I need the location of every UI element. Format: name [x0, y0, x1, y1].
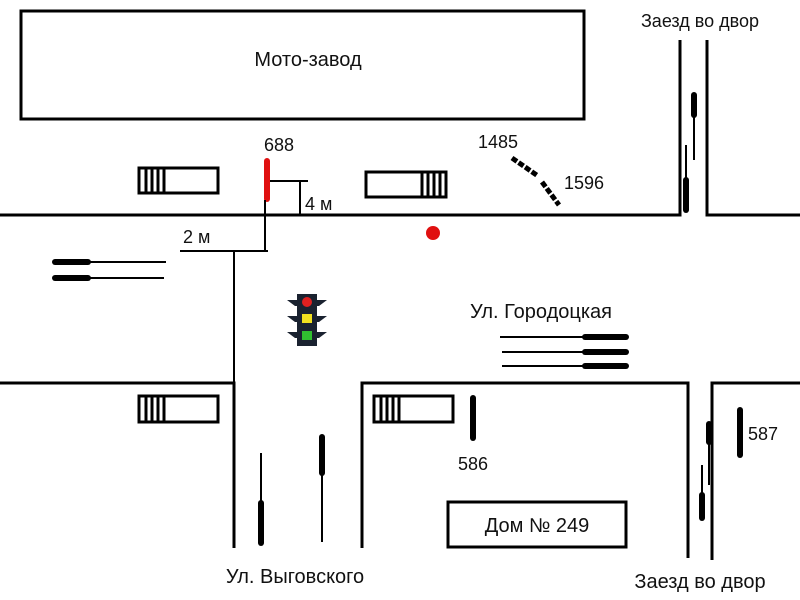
- mark-586-label: 586: [458, 454, 488, 474]
- dimension-2m-label: 2 м: [183, 227, 210, 247]
- dimension-2m: [180, 200, 268, 383]
- skid-start-label: 1485: [478, 132, 518, 152]
- driveway-bottom-label: Заезд во двор: [634, 571, 765, 593]
- side-street-tracks: [258, 434, 325, 546]
- road-edge-top-right: [705, 40, 800, 217]
- lane-tracks-left: [52, 259, 166, 281]
- skid-end-label: 1596: [564, 173, 604, 193]
- parked-car: [372, 394, 455, 424]
- road-edge-bottom-middle: [360, 381, 690, 558]
- street-gorodotskaya-label: Ул. Городоцкая: [470, 301, 612, 323]
- building-house-249: Дом № 249: [446, 500, 628, 549]
- street-vygovskogo-label: Ул. Выговского: [226, 566, 364, 588]
- traffic-light-icon: [287, 294, 327, 346]
- building-house-249-label: Дом № 249: [485, 515, 590, 537]
- road-edges: [0, 40, 800, 560]
- road-edge-bottom-right: [710, 381, 800, 560]
- mark-587-label: 587: [748, 424, 778, 444]
- lane-tracks-right: [500, 334, 629, 369]
- driveway-bottom-tracks: [699, 421, 712, 521]
- building-moto-factory-label: Мото-завод: [254, 49, 362, 71]
- vehicle-688-label: 688: [264, 135, 294, 155]
- driveway-top-label: Заезд во двор: [641, 11, 759, 31]
- skid-marks: [510, 155, 562, 207]
- dimension-4m: [270, 180, 308, 215]
- parked-car: [137, 394, 220, 424]
- road-edge-top-left: [0, 40, 682, 217]
- impact-point: [426, 226, 440, 240]
- building-moto-factory: Мото-завод: [19, 9, 586, 121]
- driveway-top-tracks: [683, 92, 697, 213]
- dimension-4m-label: 4 м: [305, 194, 332, 214]
- parked-car: [364, 170, 448, 199]
- parked-car: [137, 166, 220, 195]
